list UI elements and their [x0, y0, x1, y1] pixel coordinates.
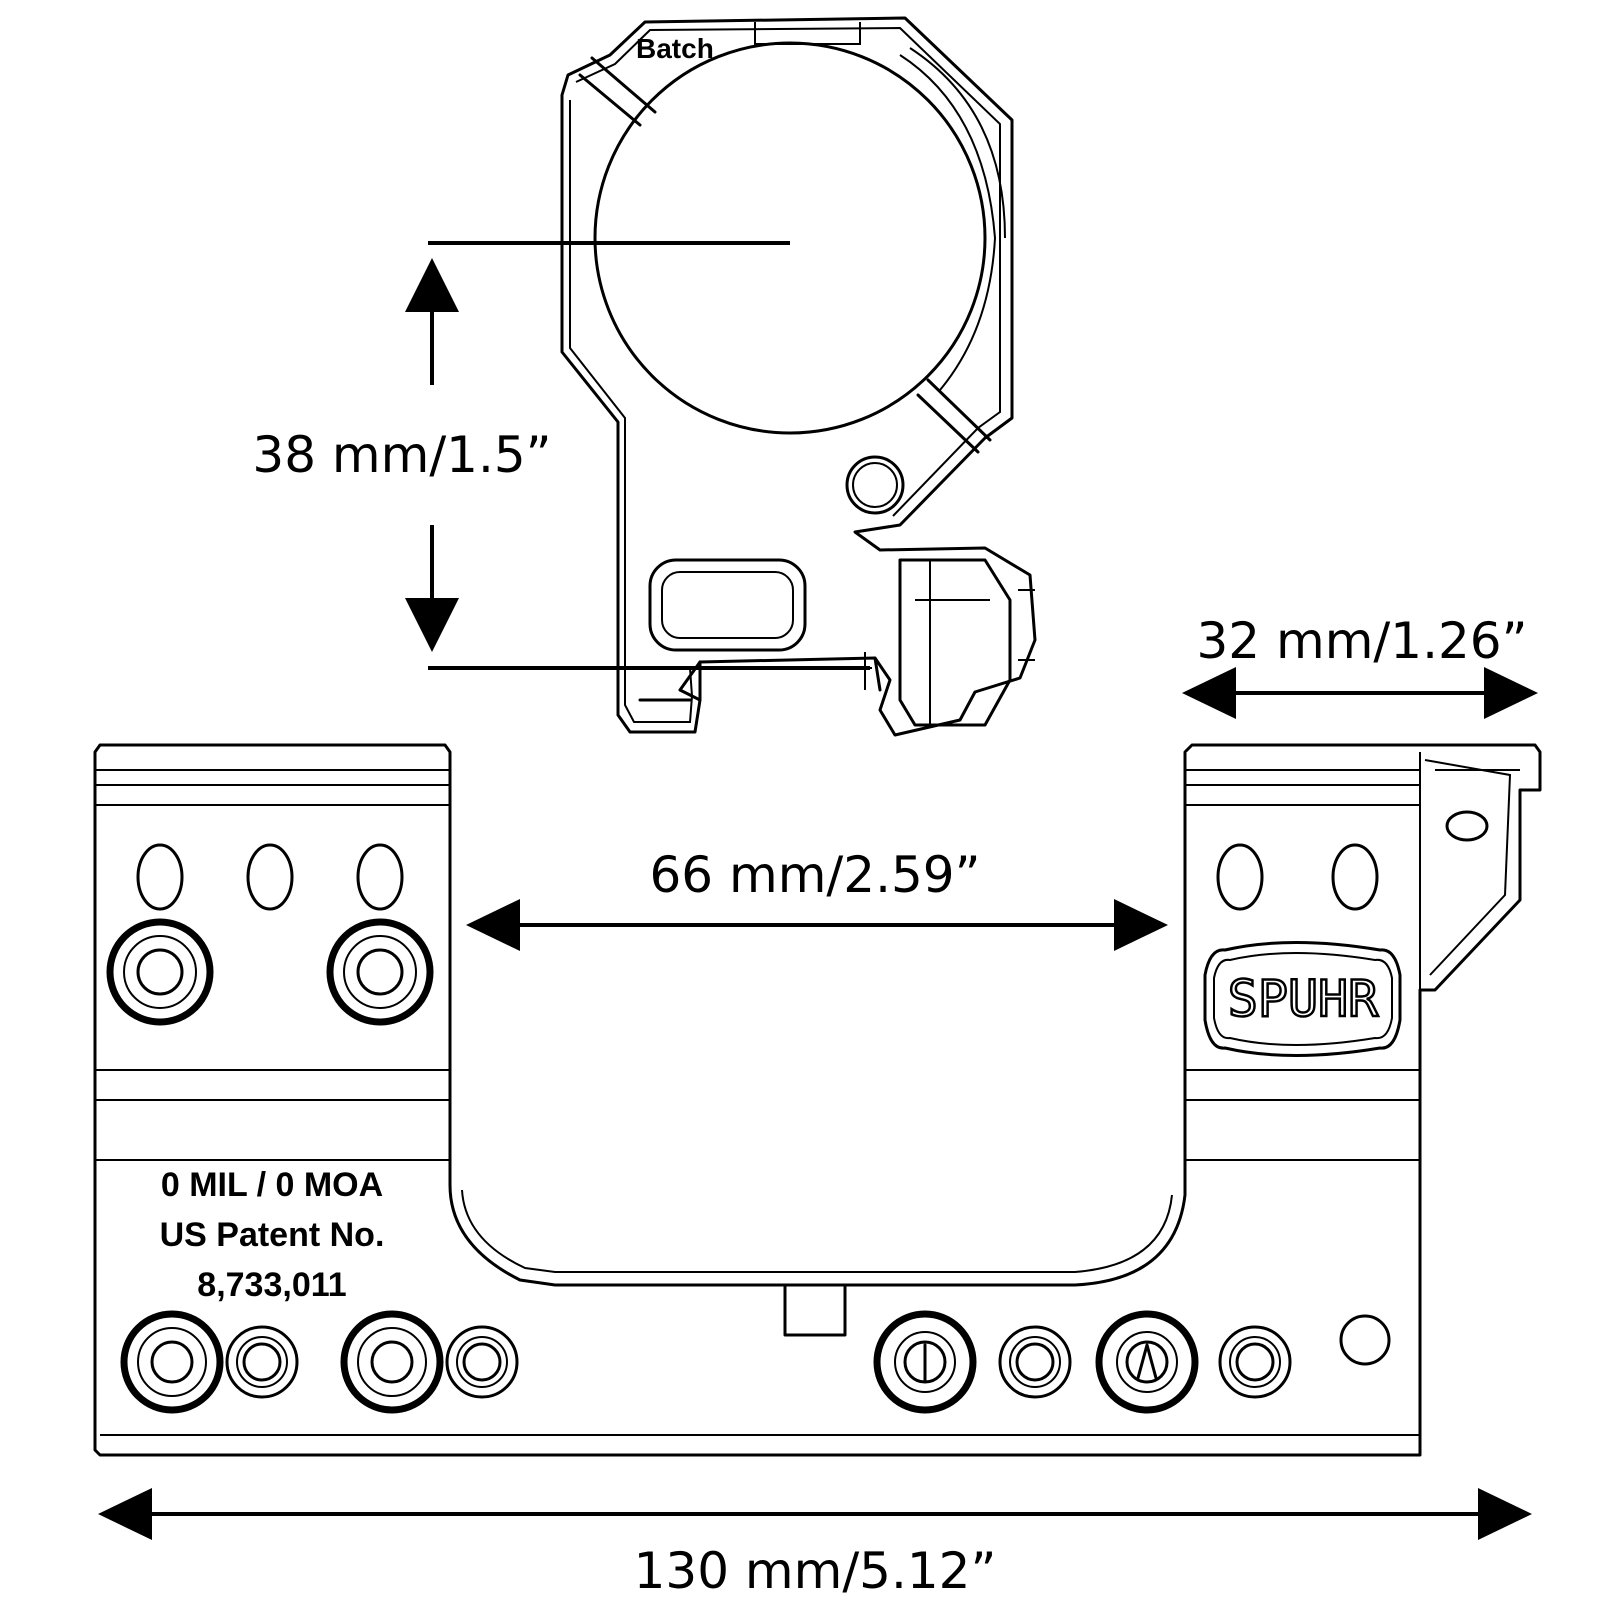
slot-hole [136, 843, 184, 911]
mount-base [93, 743, 1542, 1457]
dimension-ring-width: 32 mm/1.26” [1182, 612, 1538, 719]
ring-side-view: Batch [560, 16, 1037, 737]
lower-screws [120, 1310, 1391, 1414]
dimension-overall-length: 130 mm/5.12” [98, 1488, 1532, 1600]
arrow-up-head [405, 258, 459, 312]
patent-line: US Patent No. [160, 1216, 385, 1254]
batch-engraving: Batch [636, 33, 714, 64]
small-hole [1339, 1314, 1391, 1366]
patent-number: 8,733,011 [197, 1266, 346, 1304]
rail-clamp [638, 656, 882, 702]
arrow-right-head [1478, 1488, 1532, 1540]
slot-hole [356, 843, 404, 911]
upper-split-gap [578, 56, 657, 127]
screw [106, 918, 214, 1026]
screw [1218, 1325, 1292, 1399]
bore-edge [899, 54, 997, 391]
dimension-ring-spacing: 66 mm/2.59” [466, 846, 1168, 951]
slot-hole [1331, 843, 1379, 911]
screw [326, 918, 434, 1026]
screw [225, 1325, 299, 1399]
clamp-lever [1424, 759, 1512, 976]
screw [120, 1310, 224, 1414]
arrow-left-head [466, 899, 520, 951]
logo-text: SPUHR [1228, 970, 1379, 1028]
screw [445, 1325, 519, 1399]
zero-line: 0 MIL / 0 MOA [161, 1166, 383, 1204]
ring-spacing-label: 66 mm/2.59” [649, 846, 980, 904]
adjuster-screw [873, 1310, 977, 1414]
ring-outline [560, 16, 1037, 737]
spuhr-logo: SPUHR [1203, 941, 1402, 1057]
ring-small-hole [845, 455, 905, 515]
bottom-tab [783, 1283, 847, 1337]
lower-split-gap [916, 378, 992, 454]
lever-hole [1445, 810, 1489, 842]
overall-length-label: 130 mm/5.12” [634, 1542, 997, 1600]
slot-hole [246, 843, 294, 911]
ring-slot [648, 558, 807, 652]
arrow-left-head [1182, 667, 1236, 719]
ring-height-label: 38 mm/1.5” [252, 426, 551, 484]
arrow-right-head [1484, 667, 1538, 719]
arrow-right-head [1114, 899, 1168, 951]
screw [340, 1310, 444, 1414]
top-notch [754, 22, 861, 45]
ring-width-label: 32 mm/1.26” [1196, 612, 1527, 670]
adjuster-screw [1095, 1310, 1199, 1414]
slot-hole [1216, 843, 1264, 911]
dimension-ring-height: 38 mm/1.5” [252, 241, 870, 670]
screw [998, 1325, 1072, 1399]
ring-outline-inner [575, 26, 1001, 517]
arrow-down-head [405, 598, 459, 652]
mount-engraving: 0 MIL / 0 MOA US Patent No. 8,733,011 [160, 1166, 385, 1304]
upper-screws [106, 918, 434, 1026]
ring-body-inner [569, 100, 694, 723]
clamp-nut [898, 558, 1012, 727]
scope-bore [593, 41, 987, 435]
mount-outline [93, 743, 1542, 1457]
arrow-left-head [98, 1488, 152, 1540]
top-slot-holes [136, 843, 1379, 911]
